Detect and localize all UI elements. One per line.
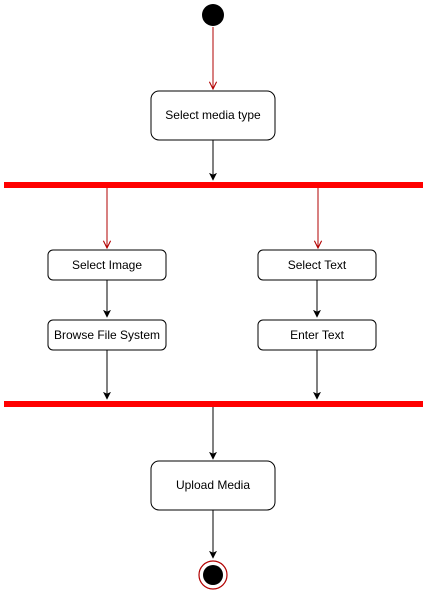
node-browse-file-system: Browse File System	[47, 319, 167, 351]
node-label: Enter Text	[290, 328, 344, 342]
node-select-media-type: Select media type	[150, 90, 276, 141]
initial-node	[202, 4, 224, 26]
node-label: Upload Media	[176, 478, 250, 492]
node-select-image: Select Image	[47, 249, 167, 281]
node-label: Select Text	[288, 258, 347, 272]
fork-bar	[4, 182, 423, 188]
node-upload-media: Upload Media	[150, 460, 276, 511]
node-enter-text: Enter Text	[257, 319, 377, 351]
node-label: Select Image	[72, 258, 142, 272]
node-label: Browse File System	[54, 328, 160, 342]
join-bar	[4, 401, 423, 407]
final-node	[198, 560, 228, 590]
node-select-text: Select Text	[257, 249, 377, 281]
node-label: Select media type	[165, 108, 261, 122]
